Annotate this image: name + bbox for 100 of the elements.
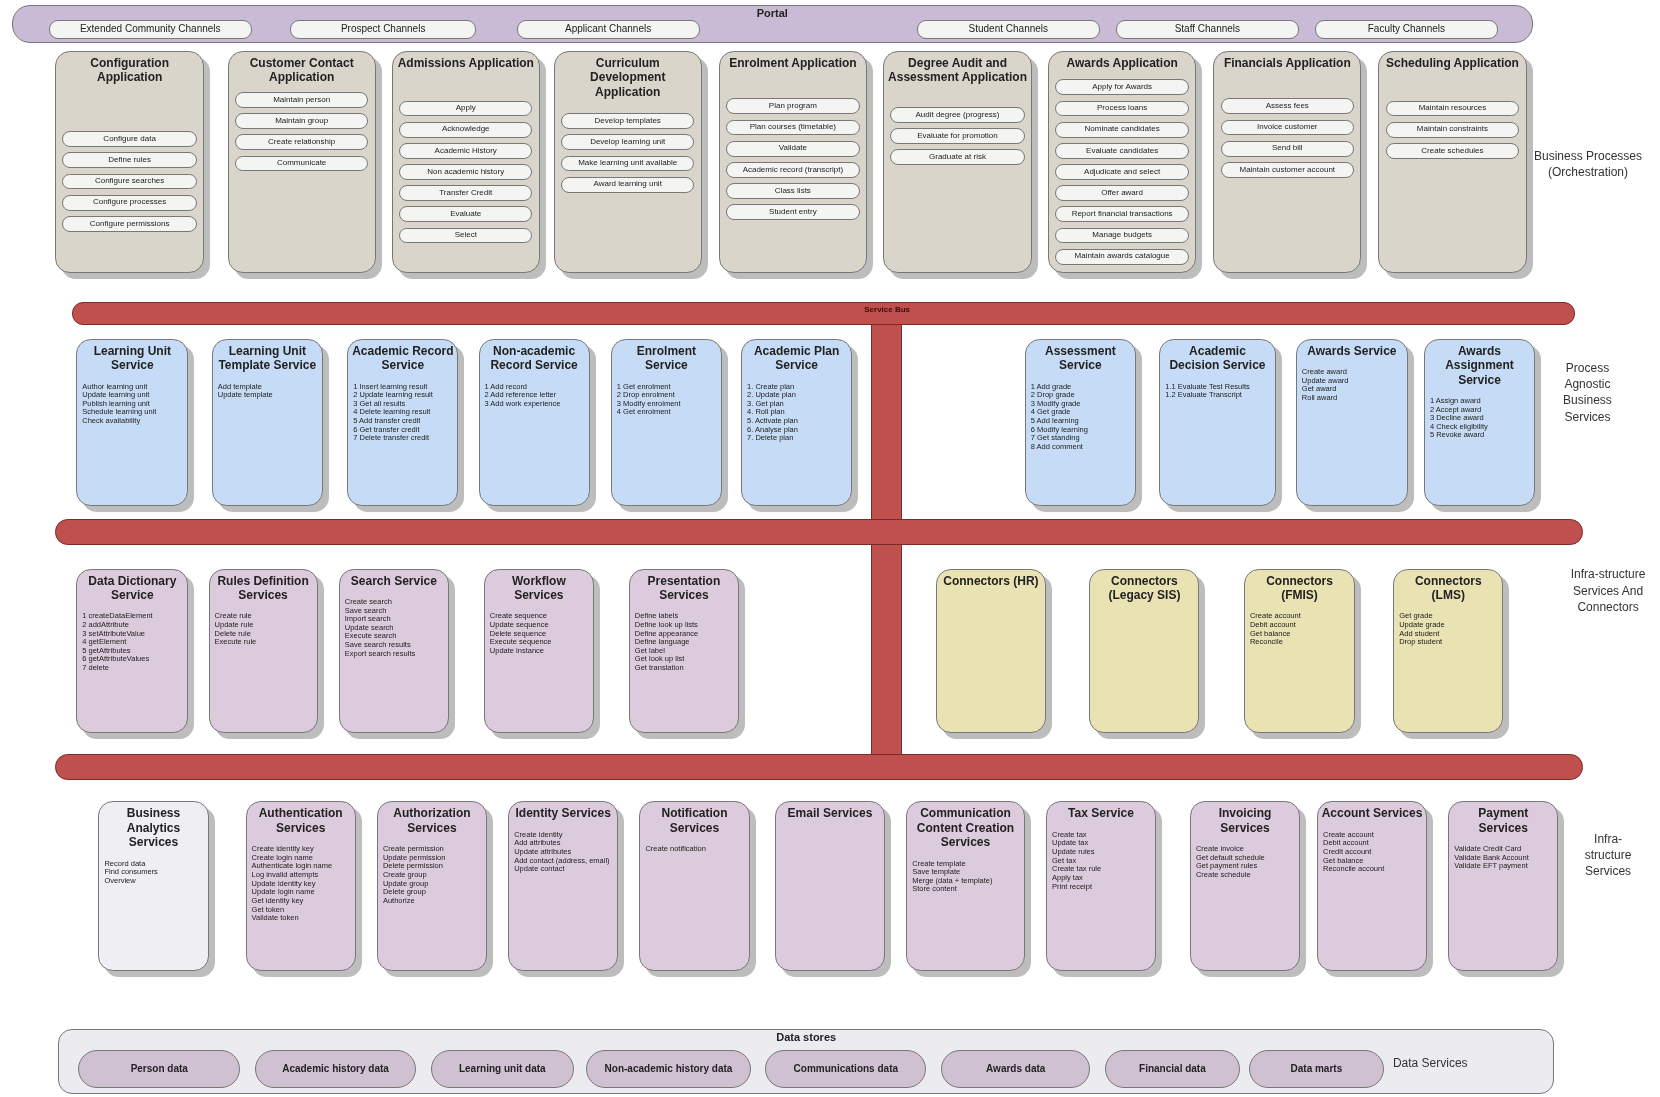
process-pill: Plan courses (timetable) xyxy=(726,119,860,136)
card-title: Connectors (Legacy SIS) xyxy=(1107,572,1182,603)
process-pill: Transfer Credit xyxy=(399,185,533,202)
card-title: Awards Assignment Service xyxy=(1444,342,1515,387)
process-pill: Communicate xyxy=(234,155,369,172)
process-pill: Acknowledge xyxy=(399,121,533,138)
process-pill: Maintain constraints xyxy=(1385,121,1520,138)
data-store-pill: Non-academic history data xyxy=(586,1050,751,1089)
card-title: Assessment Service xyxy=(1044,342,1117,373)
card-title: Communication Content Creation Services xyxy=(915,805,1016,850)
card-title: Financials Application xyxy=(1222,54,1352,71)
channel-pill: Prospect Channels xyxy=(290,20,477,40)
layer-label: Infra-structure Services And Connectors xyxy=(1569,566,1647,615)
card-title: Authentication Services xyxy=(257,805,344,836)
card-title: Email Services xyxy=(786,805,874,821)
card-title: Learning Unit Template Service xyxy=(217,342,318,373)
card-title: Business Analytics Services xyxy=(125,805,182,850)
card-title: Academic Record Service xyxy=(351,342,455,373)
process-pill: Audit degree (progress) xyxy=(890,106,1025,123)
card-title: Presentation Services xyxy=(646,572,722,603)
process-pill: Nominate candidates xyxy=(1055,121,1189,138)
process-pill: Offer award xyxy=(1055,185,1189,202)
card-title: Search Service xyxy=(349,572,438,588)
process-pill: Award learning unit xyxy=(561,176,695,193)
card-title: Non-academic Record Service xyxy=(489,342,579,373)
data-store-pill: Awards data xyxy=(941,1050,1091,1089)
bus-bar xyxy=(871,323,902,520)
process-pill: Validate xyxy=(726,140,860,157)
process-pill: Maintain awards catalogue xyxy=(1055,248,1189,265)
process-pill: Create relationship xyxy=(234,134,369,151)
process-pill: Manage budgets xyxy=(1055,227,1189,244)
card-title: Rules Definition Services xyxy=(216,572,310,603)
process-pill: Graduate at risk xyxy=(890,149,1025,166)
process-pill: Define rules xyxy=(62,152,197,169)
bus-bar xyxy=(55,518,1583,546)
data-store-panel xyxy=(58,1029,1555,1094)
process-pill: Create schedules xyxy=(1385,142,1520,159)
process-pill: Evaluate candidates xyxy=(1055,142,1189,159)
layer-label: Process Agnostic Business Services xyxy=(1562,359,1613,425)
bus-bar xyxy=(55,753,1583,781)
card-title: Customer Contact Application xyxy=(248,54,355,85)
data-store-pill: Academic history data xyxy=(255,1050,416,1089)
data-store-pill: Financial data xyxy=(1105,1050,1240,1089)
bus-bar xyxy=(871,544,902,755)
panel-title: Portal xyxy=(755,6,789,21)
data-store-pill: Person data xyxy=(78,1050,241,1089)
process-pill: Make learning unit available xyxy=(561,155,695,172)
card-title: Connectors (FMIS) xyxy=(1265,572,1334,603)
process-pill: Adjudicate and select xyxy=(1055,164,1189,180)
data-store-pill: Learning unit data xyxy=(430,1050,574,1089)
channel-pill: Student Channels xyxy=(916,20,1100,40)
card-title: Learning Unit Service xyxy=(92,342,172,373)
card-title: Awards Application xyxy=(1065,54,1179,71)
panel-title: Data stores xyxy=(775,1030,838,1045)
card-title: Admissions Application xyxy=(396,54,535,71)
card-title: Enrolment Service xyxy=(635,342,698,373)
layer-label: Data Services xyxy=(1392,1055,1469,1072)
process-pill: Evaluate for promotion xyxy=(890,128,1025,144)
process-pill: Evaluate xyxy=(399,206,533,223)
card-title: Academic Plan Service xyxy=(752,342,841,373)
process-pill: Assess fees xyxy=(1220,98,1354,115)
card-title: Data Dictionary Service xyxy=(87,572,178,603)
process-pill: Select xyxy=(399,227,533,244)
card-title: Account Services xyxy=(1320,805,1424,821)
process-pill: Maintain group xyxy=(234,113,369,130)
card-title: Connectors (HR) xyxy=(942,572,1040,588)
process-pill: Invoice customer xyxy=(1220,119,1354,136)
bus-label: Service Bus xyxy=(863,304,912,314)
channel-pill: Extended Community Channels xyxy=(48,20,252,40)
card-title: Tax Service xyxy=(1067,805,1135,821)
data-store-pill: Communications data xyxy=(765,1050,927,1089)
process-pill: Configure data xyxy=(62,131,197,148)
service-bus-bar xyxy=(72,301,1576,325)
layer-label: Infra-structure Services xyxy=(1583,831,1633,880)
card-title: Connectors (LMS) xyxy=(1413,572,1483,603)
process-pill: Process loans xyxy=(1055,100,1189,117)
card-title: Scheduling Application xyxy=(1385,54,1520,71)
channel-pill: Faculty Channels xyxy=(1314,20,1498,40)
layer-label: Business Processes (Orchestration) xyxy=(1533,148,1644,181)
process-pill: Academic History xyxy=(399,142,533,159)
process-pill: Report financial transactions xyxy=(1055,206,1189,223)
card-title: Configuration Application xyxy=(89,54,170,85)
card-title: Notification Services xyxy=(660,805,729,836)
process-pill: Maintain customer account xyxy=(1220,161,1354,178)
card-title: Invoicing Services xyxy=(1217,805,1273,836)
process-pill: Apply xyxy=(399,100,533,117)
card-title: Workflow Services xyxy=(510,572,567,603)
process-pill: Develop learning unit xyxy=(561,134,695,151)
channel-pill: Staff Channels xyxy=(1115,20,1299,40)
process-pill: Academic record (transcript) xyxy=(726,161,860,178)
process-pill: Maintain resources xyxy=(1385,100,1520,117)
data-store-pill: Data marts xyxy=(1249,1050,1384,1089)
process-pill: Configure permissions xyxy=(62,215,197,232)
card-title: Curriculum Development Application xyxy=(589,54,667,99)
card-title: Authorization Services xyxy=(392,805,472,836)
card-title: Identity Services xyxy=(514,805,612,821)
card-title: Degree Audit and Assessment Application xyxy=(887,54,1028,85)
card-title: Payment Services xyxy=(1477,805,1530,836)
process-pill: Develop templates xyxy=(561,113,695,130)
process-pill: Apply for Awards xyxy=(1055,79,1189,96)
